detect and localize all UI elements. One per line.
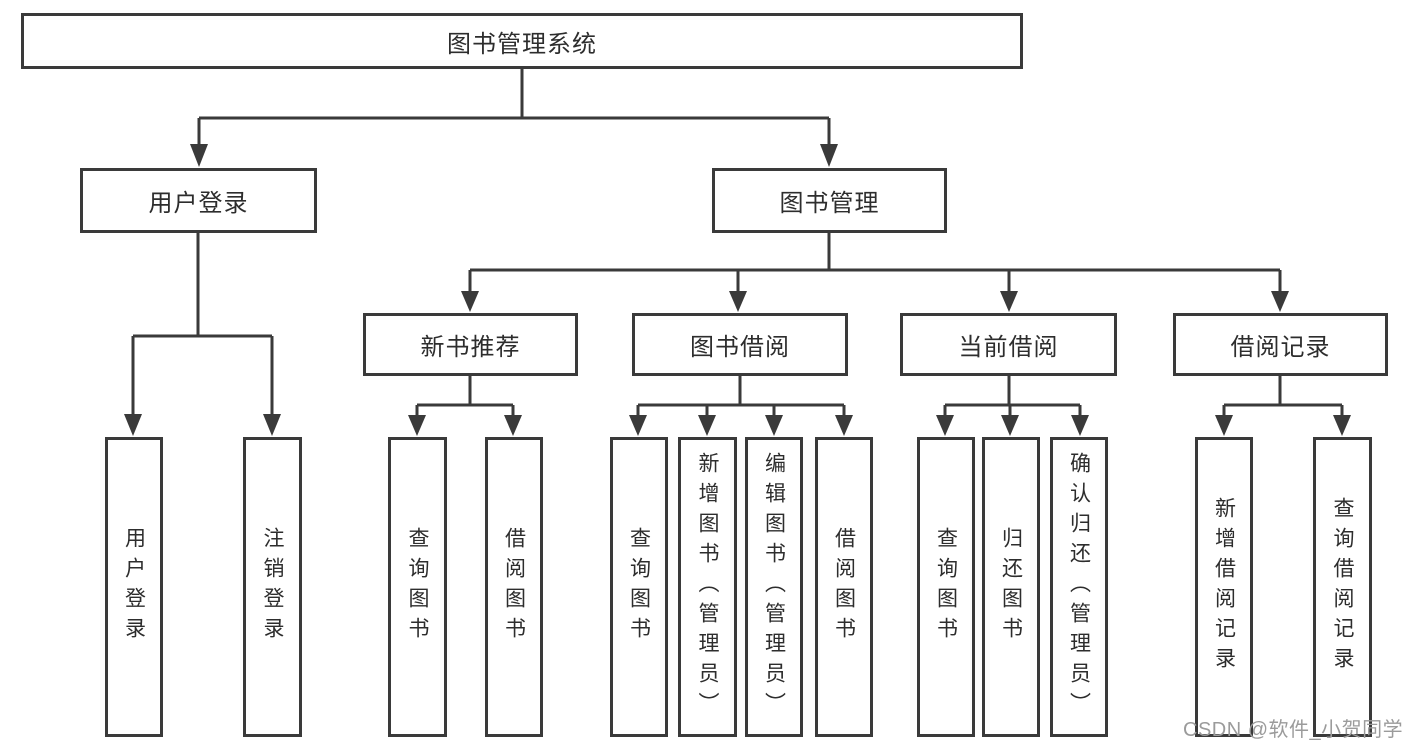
connector-book-borrow-to-leaves (629, 376, 853, 436)
node-leaf-return-book: 归还图书 (982, 437, 1040, 737)
node-new-book-recommend: 新书推荐 (363, 313, 578, 376)
node-leaf-borrow-books-1: 借阅图书 (485, 437, 543, 737)
node-root: 图书管理系统 (21, 13, 1023, 69)
connector-borrow-records-to-leaves (1215, 376, 1351, 436)
connector-book-management-to-level3 (461, 233, 1289, 312)
node-leaf-query-borrow-record: 查询借阅记录 (1313, 437, 1372, 737)
node-leaf-add-book-admin: 新增图书（管理员） (678, 437, 737, 737)
node-leaf-add-borrow-record: 新增借阅记录 (1195, 437, 1253, 737)
node-leaf-edit-book-admin: 编辑图书（管理员） (745, 437, 803, 737)
node-leaf-query-books-3: 查询图书 (917, 437, 975, 737)
connector-new-book-recommend-to-leaves (408, 376, 522, 436)
node-leaf-confirm-return-admin: 确认归还（管理员） (1050, 437, 1108, 737)
node-borrow-records: 借阅记录 (1173, 313, 1388, 376)
node-book-borrow: 图书借阅 (632, 313, 848, 376)
watermark: CSDN @软件_小贺同学 (1183, 719, 1404, 741)
node-user-login: 用户登录 (80, 168, 317, 233)
node-leaf-user-login: 用户登录 (105, 437, 163, 737)
connector-user-login-to-leaves (124, 233, 281, 436)
node-leaf-query-books-1: 查询图书 (388, 437, 447, 737)
node-leaf-borrow-books-2: 借阅图书 (815, 437, 873, 737)
node-leaf-logout: 注销登录 (243, 437, 302, 737)
node-current-borrow: 当前借阅 (900, 313, 1117, 376)
node-book-management: 图书管理 (712, 168, 947, 233)
node-leaf-query-books-2: 查询图书 (610, 437, 668, 737)
connector-current-borrow-to-leaves (936, 376, 1089, 436)
connector-root-to-level2 (190, 69, 838, 167)
